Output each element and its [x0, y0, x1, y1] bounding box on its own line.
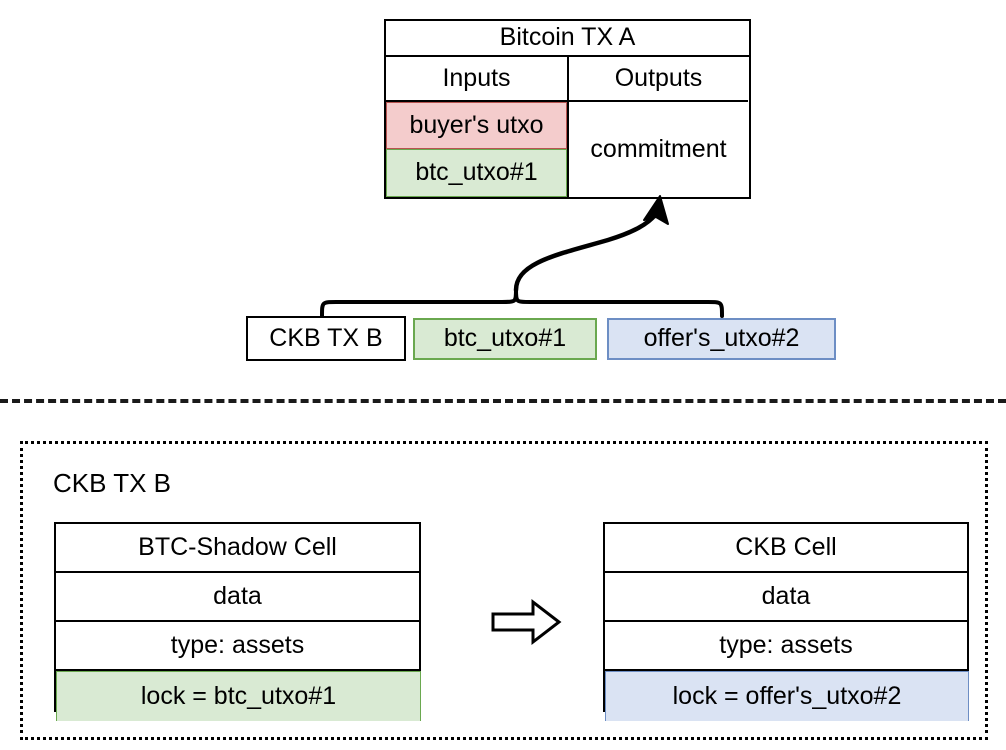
ckb-cell-row-lock: lock = offer's_utxo#2 [605, 671, 969, 721]
ckb-cell-row-type: type: assets [605, 622, 967, 671]
bitcoin-tx-a-body: Inputs buyer's utxo btc_utxo#1 Outputs c… [386, 57, 749, 198]
block-arrow-shape [491, 598, 562, 646]
ckb-cell-table: CKB Cell data type: assets lock = offer'… [603, 522, 969, 721]
ckb-tx-b-panel-label: CKB TX B [53, 468, 172, 498]
chip-offers-utxo-2: offer's_utxo#2 [607, 318, 836, 360]
btc-shadow-cell-row-lock: lock = btc_utxo#1 [56, 671, 421, 721]
bitcoin-tx-a-title: Bitcoin TX A [386, 21, 749, 57]
ckb-cell-row-data: data [605, 573, 967, 622]
inputs-header: Inputs [386, 57, 567, 102]
curved-arrow-path [513, 211, 659, 293]
inputs-column: Inputs buyer's utxo btc_utxo#1 [386, 57, 569, 198]
bitcoin-tx-a-table: Bitcoin TX A Inputs buyer's utxo btc_utx… [384, 19, 751, 199]
btc-shadow-cell-title: BTC-Shadow Cell [56, 524, 419, 573]
brace-path [320, 288, 724, 318]
chip-btc-utxo-1: btc_utxo#1 [413, 318, 597, 360]
right-block-arrow-icon [491, 598, 562, 646]
outputs-column: Outputs commitment [569, 57, 748, 198]
outputs-header: Outputs [569, 57, 748, 102]
ckb-tx-b-chip: CKB TX B [246, 316, 406, 361]
btc-shadow-cell-row-data: data [56, 573, 419, 622]
ckb-tx-b-panel: CKB TX B BTC-Shadow Cell data type: asse… [20, 441, 988, 740]
section-divider [0, 399, 1006, 403]
input-btc-utxo-1: btc_utxo#1 [386, 149, 567, 197]
output-commitment: commitment [590, 134, 727, 163]
commitment-connector-arrow [320, 195, 724, 318]
btc-shadow-cell-row-type: type: assets [56, 622, 419, 671]
btc-shadow-cell-table: BTC-Shadow Cell data type: assets lock =… [54, 522, 421, 721]
input-buyers-utxo: buyer's utxo [386, 102, 567, 149]
ckb-cell-title: CKB Cell [605, 524, 967, 573]
arrow-head [643, 195, 669, 225]
